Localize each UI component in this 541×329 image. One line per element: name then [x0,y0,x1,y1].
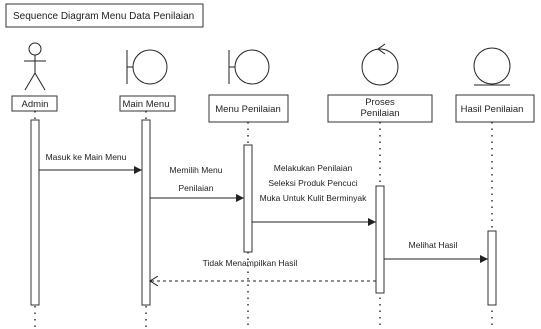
message-label: Penilaian [179,183,214,193]
participant-1: Main Menu [119,49,176,329]
message-4: Tidak Menampilkan Hasil [150,258,376,281]
participant-name: Admin [22,99,49,110]
diagram-title: Sequence Diagram Menu Data Penilaian [5,3,204,28]
message-label: Muka Untuk Kulit Berminyak [260,193,368,203]
boundary-icon [126,49,168,85]
participant-name: Menu Penilaian [215,104,281,115]
title-box [5,3,204,28]
message-3: Melihat Hasil [384,240,488,263]
participant-name: Hasil Penilaian [461,104,524,115]
message-label: Melakukan Penilaian [274,163,353,173]
participant-box [327,94,433,123]
participant-name: Penilaian [360,108,399,119]
control-icon [361,43,399,86]
participant-box [119,95,176,112]
activation-bar [141,119,151,306]
entity-icon [473,47,511,86]
boundary-icon [228,49,270,85]
message-0: Masuk ke Main Menu [39,152,142,174]
message-label: Masuk ke Main Menu [46,152,127,162]
activation-bar [375,185,385,294]
participant-0: Admin [11,42,58,329]
message-label: Melihat Hasil [409,240,458,250]
title-text: Sequence Diagram Menu Data Penilaian [13,11,194,22]
message-label: Memilih Menu [170,165,223,175]
participant-4: Hasil Penilaian [455,47,535,329]
activation-bar [30,119,40,306]
activation-bar [487,230,497,306]
participant-name: Main Menu [123,99,170,110]
participant-name: Proses [365,97,395,108]
message-label: Tidak Menampilkan Hasil [203,258,298,268]
participant-2: Menu Penilaian [208,49,289,329]
message-label: Seleksi Produk Pencuci [268,178,357,188]
activation-bar [243,144,253,253]
participant-box [208,94,289,123]
actor-icon [24,42,46,91]
participant-box [455,94,535,123]
